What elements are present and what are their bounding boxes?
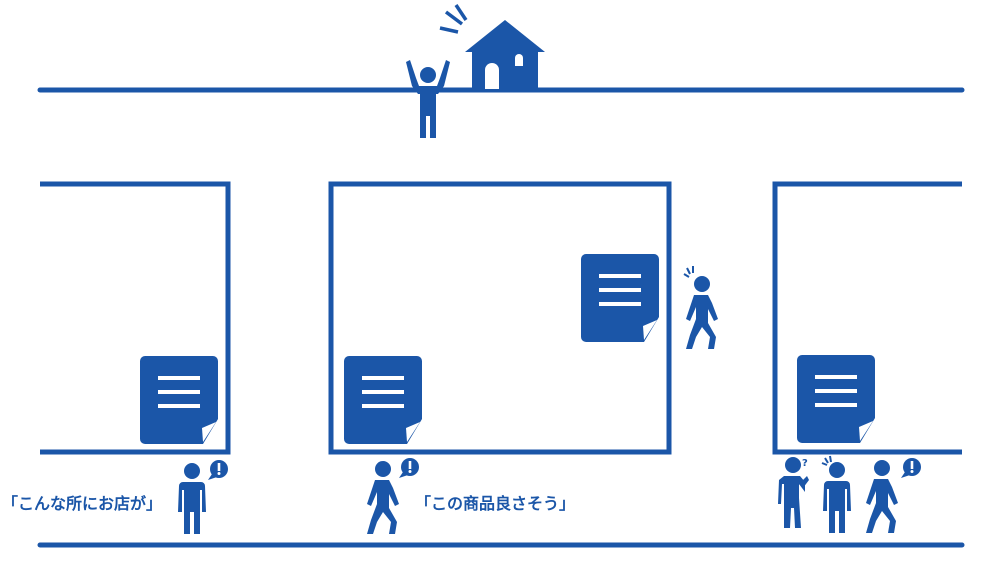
surprise-lines-icon: [683, 266, 694, 278]
person-walking-icon: [367, 461, 399, 534]
question-mark-icon: ?: [802, 458, 808, 469]
caption-left-speech: 「こんな所にお店が」: [2, 494, 163, 513]
flyer-document-icon: [797, 355, 875, 443]
caption-middle-speech: 「この商品良さそう」: [415, 494, 576, 513]
house-icon: [439, 4, 545, 89]
exclamation-bubble-icon: [399, 458, 419, 478]
person-cheering-icon: [406, 60, 450, 138]
person-standing-icon: [823, 462, 851, 533]
exclamation-bubble-icon: [901, 458, 921, 478]
block-left: [40, 181, 231, 455]
block-middle: [328, 181, 672, 455]
surprise-lines-icon: [821, 455, 832, 466]
flyer-document-icon: [140, 356, 218, 444]
person-standing-icon: [178, 463, 206, 534]
block-right: [772, 181, 962, 455]
flyer-document-icon: [344, 356, 422, 444]
person-walking-icon: [866, 460, 898, 533]
exclamation-bubble-icon: [208, 460, 228, 480]
person-walking-icon: [686, 276, 718, 349]
flyer-document-icon: [581, 254, 659, 342]
